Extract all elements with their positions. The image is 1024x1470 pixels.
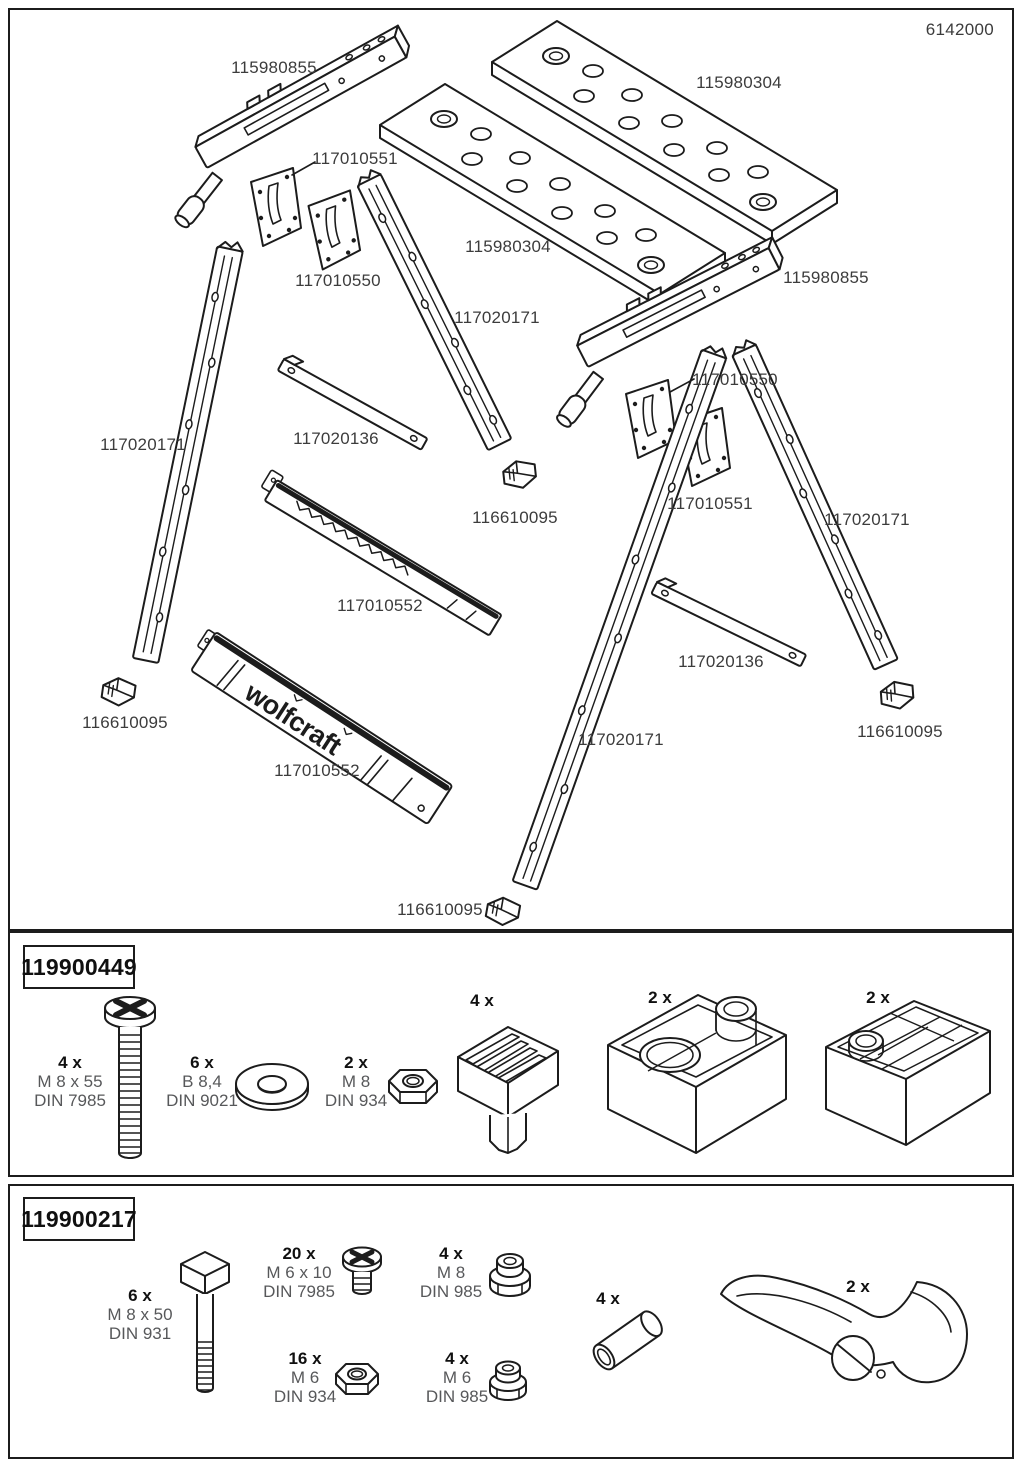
part-label: 115980855	[231, 58, 317, 77]
fastener-spec: 20 x M 6 x 10 DIN 7985	[263, 1244, 335, 1301]
small-pan-screw-icon	[342, 1246, 382, 1295]
part-label: 117010551	[312, 149, 398, 168]
fastener-qty: 2 x	[846, 1277, 870, 1296]
part-label: 115980304	[696, 73, 782, 92]
washer-icon	[235, 1063, 309, 1111]
pointer-line	[669, 378, 695, 393]
hardware-kit-119900449: 119900449 4 x M 8 x 55 DIN 7985 6 x B 8,…	[8, 931, 1014, 1177]
serrated-clamp-jaw-icon	[457, 1026, 559, 1154]
part-label: 116610095	[857, 722, 943, 741]
fastener-qty: 2 x	[866, 988, 890, 1007]
fastener-spec: 6 x B 8,4 DIN 9021	[166, 1053, 238, 1110]
hex-nut-icon	[388, 1069, 438, 1104]
fastener-spec: 4 x M 8 DIN 985	[419, 1244, 483, 1301]
part-label: 117010552	[274, 761, 360, 780]
step-rail-serrated	[261, 469, 502, 636]
vise-block-rear-icon	[825, 1000, 991, 1146]
leg-far-left	[132, 240, 244, 664]
hardware-kit-119900217: 119900217 6 x M 8 x 50 DIN 931 20 x M 6 …	[8, 1184, 1014, 1459]
fastener-spec: 4 x M 6 DIN 985	[425, 1349, 489, 1406]
exploded-diagram-art: wolfcraft	[100, 20, 915, 927]
cross-brace-left	[277, 354, 428, 451]
part-label: 117020136	[293, 429, 379, 448]
part-label: 117020171	[100, 435, 186, 454]
hex-nut-small-icon	[335, 1363, 379, 1395]
clamp-lever-icon	[720, 1274, 968, 1384]
crank-rail-left	[194, 24, 411, 169]
pointer-line	[291, 161, 316, 176]
part-label: 117010550	[295, 271, 381, 290]
leg-center	[512, 345, 728, 891]
fastener-spec: 16 x M 6 DIN 934	[273, 1349, 337, 1406]
crank-handle-right	[556, 370, 604, 428]
foot-cap-center	[502, 460, 537, 489]
part-label: 117010552	[337, 596, 423, 615]
fastener-qty: 4 x	[596, 1289, 620, 1308]
hex-bolt-icon	[180, 1251, 230, 1393]
exploded-diagram-panel: wolfcraft	[8, 8, 1014, 931]
step-panel-wolfcraft: wolfcraft	[191, 629, 453, 825]
kit-code-badge: 119900217	[21, 1197, 137, 1241]
part-label: 116610095	[397, 900, 483, 919]
part-label: 116610095	[82, 713, 168, 732]
fastener-spec: 4 x M 8 x 55 DIN 7985	[34, 1053, 106, 1110]
fastener-qty: 4 x	[470, 991, 494, 1010]
fastener-spec: 2 x M 8 DIN 934	[324, 1053, 388, 1110]
document-code: 6142000	[925, 20, 994, 39]
pan-head-screw-icon	[104, 996, 156, 1159]
mounting-plate-117010550-left	[307, 189, 362, 271]
part-label: 115980304	[465, 237, 551, 256]
crank-handle-left	[174, 171, 223, 229]
leg-far-right	[731, 339, 899, 671]
foot-cap-bottom	[484, 896, 522, 927]
lock-nut-icon	[489, 1253, 531, 1297]
leg-inner-left	[357, 169, 512, 451]
crank-rail-right	[576, 236, 784, 368]
part-label: 117020136	[678, 652, 764, 671]
foot-cap-left	[100, 677, 137, 707]
vise-block-front-icon	[607, 994, 787, 1154]
part-label: 117020171	[824, 510, 910, 529]
part-label: 117020171	[454, 308, 540, 327]
foot-cap-right	[879, 680, 915, 710]
lock-nut-small-icon	[489, 1360, 527, 1401]
part-label: 116610095	[472, 508, 558, 527]
cross-brace-right	[650, 577, 807, 667]
tabletop-plank-1	[491, 20, 838, 245]
part-label: 117020171	[578, 730, 664, 749]
part-label: 117010550	[692, 370, 778, 389]
part-label: 117010551	[667, 494, 753, 513]
spacer-sleeve-icon	[592, 1310, 663, 1371]
part-label: 115980855	[783, 268, 869, 287]
mounting-plate-117010551-left	[250, 167, 302, 247]
kit-code-badge: 119900449	[21, 945, 137, 989]
fastener-spec: 6 x M 8 x 50 DIN 931	[107, 1286, 173, 1343]
fastener-qty: 2 x	[648, 988, 672, 1007]
